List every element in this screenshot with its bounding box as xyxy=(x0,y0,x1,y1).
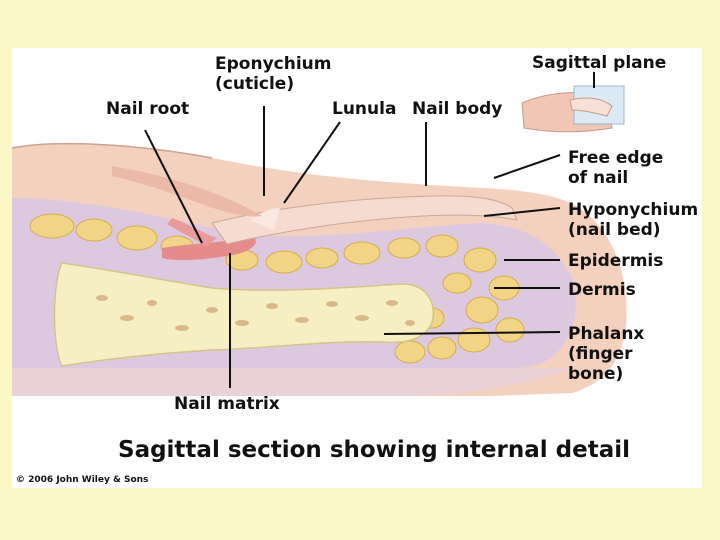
label-dermis: Dermis xyxy=(568,280,636,300)
copyright-notice: © 2006 John Wiley & Sons xyxy=(16,475,148,485)
label-nail-body: Nail body xyxy=(412,99,502,119)
label-sagittal-plane: Sagittal plane xyxy=(532,53,666,73)
label-free-edge: Free edge of nail xyxy=(568,148,663,188)
sagittal-plane-inset xyxy=(522,86,624,132)
label-nail-matrix: Nail matrix xyxy=(174,394,280,414)
label-phalanx: Phalanx (finger bone) xyxy=(568,324,644,384)
figure-caption: Sagittal section showing internal detail xyxy=(118,437,630,463)
label-lunula: Lunula xyxy=(332,99,396,119)
label-nail-root: Nail root xyxy=(106,99,189,119)
diagram-panel: Eponychium (cuticle) Nail root Lunula Na… xyxy=(12,48,702,488)
label-eponychium: Eponychium (cuticle) xyxy=(215,54,331,94)
label-epidermis: Epidermis xyxy=(568,251,663,271)
label-hyponychium: Hyponychium (nail bed) xyxy=(568,200,698,240)
